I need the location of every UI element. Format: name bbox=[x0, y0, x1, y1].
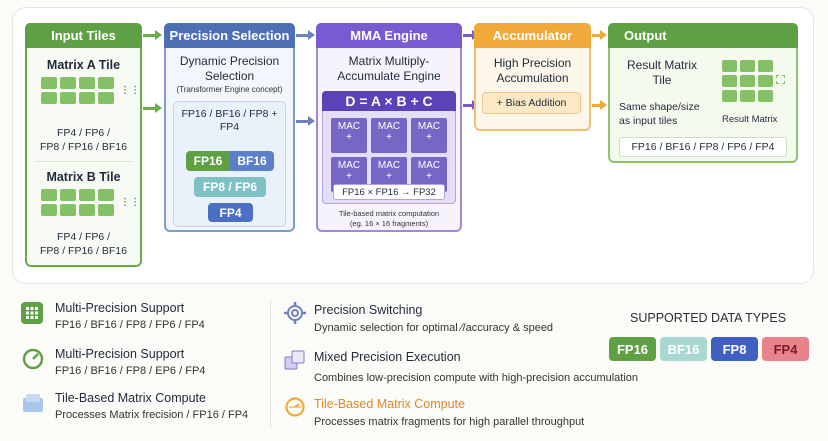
input-tiles-card: Input Tiles Matrix A Tile ⋮⋮ FP4 / FP6 /… bbox=[25, 23, 142, 267]
stack-icon bbox=[283, 348, 307, 377]
legend-item-1: Multi-Precision Support FP16 / BF16 / FP… bbox=[21, 300, 271, 336]
arrow-input-to-precision-2 bbox=[143, 103, 162, 113]
same-shape-text: Same shape/size as input tiles bbox=[619, 101, 700, 127]
mac-grid: MAC+ MAC+ MAC+ MAC+ MAC+ MAC+ bbox=[331, 118, 449, 192]
legend-title: Precision Switching bbox=[314, 303, 423, 317]
gauge-icon bbox=[21, 346, 45, 375]
precision-inner-box: FP16 / BF16 / FP8 + FP4 FP16 BF16 FP8 / … bbox=[173, 101, 286, 227]
arrow-precision-to-mma-2 bbox=[296, 116, 315, 126]
badge-fp4: FP4 bbox=[762, 337, 809, 361]
input-divider bbox=[35, 161, 132, 162]
pill-fp16: FP16 bbox=[186, 151, 230, 171]
legend-item-6: Tile-Based Matrix Compute Processes matr… bbox=[283, 395, 613, 431]
matrix-a-tiles bbox=[41, 77, 114, 104]
bias-addition-box: + Bias Addition bbox=[482, 92, 581, 114]
legend-item-5: Mixed Precision Execution Combines low-p… bbox=[283, 348, 663, 384]
legend-title: Multi-Precision Support bbox=[55, 301, 185, 315]
arrow-mma-to-accumulator bbox=[463, 30, 479, 40]
precision-selection-card: Precision Selection Dynamic Precision Se… bbox=[164, 23, 295, 232]
gear-icon bbox=[283, 301, 307, 330]
badge-fp16: FP16 bbox=[609, 337, 656, 361]
matrix-a-ellipsis-icon: ⋮⋮ bbox=[120, 85, 140, 96]
legend-sub: FP16 / BF16 / FP8 / EP6 / FP4 bbox=[55, 365, 206, 377]
result-matrix-extra-icon bbox=[776, 75, 785, 84]
output-header: Output bbox=[608, 23, 798, 48]
legend-title: Tile-Based Matrix Compute bbox=[55, 391, 206, 405]
accumulator-header: Accumulator bbox=[474, 23, 591, 48]
arrow-accumulator-to-output-2 bbox=[592, 100, 607, 110]
legend-divider bbox=[270, 300, 271, 428]
result-matrix-tiles bbox=[722, 60, 773, 102]
input-tiles-header: Input Tiles bbox=[25, 23, 142, 48]
precision-selection-header: Precision Selection bbox=[164, 23, 295, 48]
legend-title: Mixed Precision Execution bbox=[314, 350, 461, 364]
pill-bf16: BF16 bbox=[230, 151, 274, 171]
mac-unit: MAC+ bbox=[411, 118, 447, 153]
legend-sub: FP16 / BF16 / FP8 / FP6 / FP4 bbox=[55, 319, 205, 331]
precision-formats: FP16 / BF16 / FP8 + FP4 bbox=[181, 108, 278, 133]
accumulator-card: Accumulator High Precision Accumulation … bbox=[474, 23, 591, 131]
supported-types-title: SUPPORTED DATA TYPES bbox=[630, 311, 787, 325]
mac-unit: MAC+ bbox=[331, 118, 367, 153]
output-types: FP16 / BF16 / FP8 / FP6 / FP4 bbox=[619, 137, 787, 157]
arrow-input-to-precision bbox=[143, 30, 162, 40]
tile-icon bbox=[21, 392, 45, 421]
matrix-b-tiles bbox=[41, 189, 114, 216]
legend-sub: Processes Matrix frecision / FP16 / FP4 bbox=[55, 409, 249, 421]
mma-engine-header: MMA Engine bbox=[316, 23, 462, 48]
mma-subtitle: Matrix Multiply- Accumulate Engine bbox=[337, 54, 441, 83]
legend-sub: Combines low-precision compute with high… bbox=[314, 372, 639, 384]
arrow-accumulator-to-output bbox=[592, 30, 607, 40]
mma-formula: D = A × B + C bbox=[322, 91, 456, 111]
mac-unit: MAC+ bbox=[371, 118, 407, 153]
result-matrix-caption: Result Matrix bbox=[722, 114, 778, 125]
mma-compute-label: FP16 × FP16 → FP32 bbox=[333, 184, 445, 200]
matrix-b-ellipsis-icon: ⋮⋮ bbox=[120, 197, 140, 208]
badge-bf16: BF16 bbox=[660, 337, 707, 361]
accumulator-subtitle: High Precision Accumulation bbox=[493, 56, 572, 85]
legend-sub: Processes matrix fragments for high para… bbox=[314, 416, 585, 428]
legend-title: Multi-Precision Support bbox=[55, 347, 185, 361]
mma-compute-box: D = A × B + C MAC+ MAC+ MAC+ MAC+ MAC+ M… bbox=[322, 91, 456, 204]
legend-sub: Dynamic selection for optimal ∕/accuracy… bbox=[314, 322, 554, 334]
pill-fp4: FP4 bbox=[208, 203, 253, 222]
legend-item-4: Precision Switching Dynamic selection fo… bbox=[283, 301, 613, 337]
gauge-icon bbox=[283, 395, 307, 424]
mma-engine-card: MMA Engine Matrix Multiply- Accumulate E… bbox=[316, 23, 462, 232]
pill-fp8-fp6: FP8 / FP6 bbox=[194, 177, 266, 197]
precision-concept: (Transformer Engine concept) bbox=[176, 85, 283, 94]
arrow-precision-to-mma bbox=[296, 30, 315, 40]
matrix-b-types: FP4 / FP6 / FP8 / FP16 / BF16 bbox=[40, 231, 127, 257]
output-card: Output Result Matrix Tile Same shape/siz… bbox=[608, 23, 798, 163]
result-matrix-title: Result Matrix Tile bbox=[626, 58, 697, 87]
legend-item-2: Multi-Precision Support FP16 / BF16 / FP… bbox=[21, 346, 271, 382]
mma-note: Tile-based matrix computation (eg. 16 × … bbox=[338, 209, 440, 228]
precision-subtitle: Dynamic Precision Selection bbox=[179, 54, 280, 83]
grid-icon bbox=[21, 302, 43, 324]
legend-title: Tile-Based Matrix Compute bbox=[314, 397, 465, 411]
badge-fp8: FP8 bbox=[711, 337, 758, 361]
matrix-b-title: Matrix B Tile bbox=[46, 170, 121, 184]
matrix-a-types: FP4 / FP6 / FP8 / FP16 / BF16 bbox=[40, 127, 127, 153]
legend-item-3: Tile-Based Matrix Compute Processes Matr… bbox=[21, 390, 271, 426]
arrow-mma-to-accumulator-2 bbox=[463, 100, 479, 110]
matrix-a-title: Matrix A Tile bbox=[46, 58, 121, 72]
